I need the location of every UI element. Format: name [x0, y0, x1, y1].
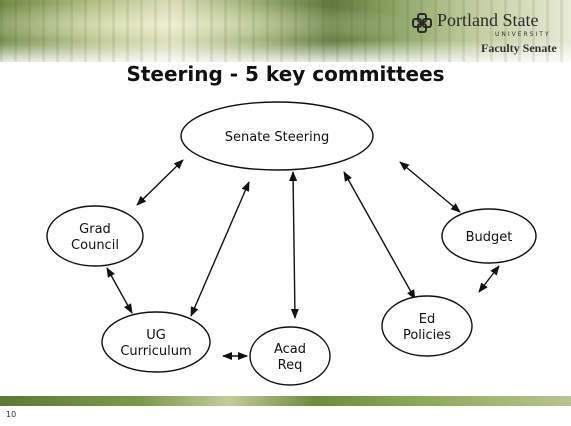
- slide-title: Steering - 5 key committees: [126, 62, 445, 86]
- node-budget-shape: [441, 208, 537, 264]
- node-budget-label: Budget: [466, 230, 513, 245]
- arrow-budget-ed-policies: [478, 265, 500, 293]
- node-grad-council-label: Council: [71, 238, 119, 253]
- node-ed-policies-shape: [381, 295, 473, 357]
- node-ed-policies-label: Ed: [419, 312, 435, 327]
- logo-subtitle: UNIVERSITY: [495, 31, 551, 38]
- arrow-senate-steering-grad-council: [136, 159, 184, 206]
- node-senate-steering: Senate Steering: [180, 101, 374, 171]
- logo-name: Portland State: [437, 10, 539, 30]
- node-ug-curriculum-shape: [101, 311, 211, 373]
- footer-bar: [0, 396, 571, 406]
- arrow-senate-steering-budget: [399, 161, 461, 213]
- university-logo: Portland State UNIVERSITY Faculty Senate: [411, 4, 561, 60]
- node-acad-req-shape: [249, 326, 331, 386]
- logo-mark-icon: [412, 13, 432, 33]
- node-grad-council-label: Grad: [79, 222, 111, 237]
- node-acad-req-label: Req: [278, 358, 303, 373]
- node-ug-curriculum-label: UG: [146, 328, 166, 343]
- node-ug-curriculum-label: Curriculum: [120, 344, 191, 359]
- node-acad-req-label: Acad: [274, 342, 306, 357]
- logo-tagline: Faculty Senate: [481, 41, 557, 55]
- slide-number: 10: [6, 410, 17, 419]
- node-senate-steering-shape: [180, 101, 374, 171]
- arrow-grad-council-ug-curriculum: [106, 267, 133, 314]
- node-grad-council-shape: [46, 205, 144, 267]
- arrow-senate-steering-acad-req: [289, 171, 299, 319]
- node-ed-policies-label: Policies: [403, 328, 451, 343]
- header-banner: [0, 0, 571, 62]
- node-budget: Budget: [441, 208, 537, 264]
- node-senate-steering-label: Senate Steering: [225, 130, 329, 145]
- arrow-senate-steering-ed-policies: [343, 171, 416, 300]
- header-banner-texture: [0, 0, 571, 62]
- arrow-senate-steering-ug-curriculum: [190, 181, 250, 317]
